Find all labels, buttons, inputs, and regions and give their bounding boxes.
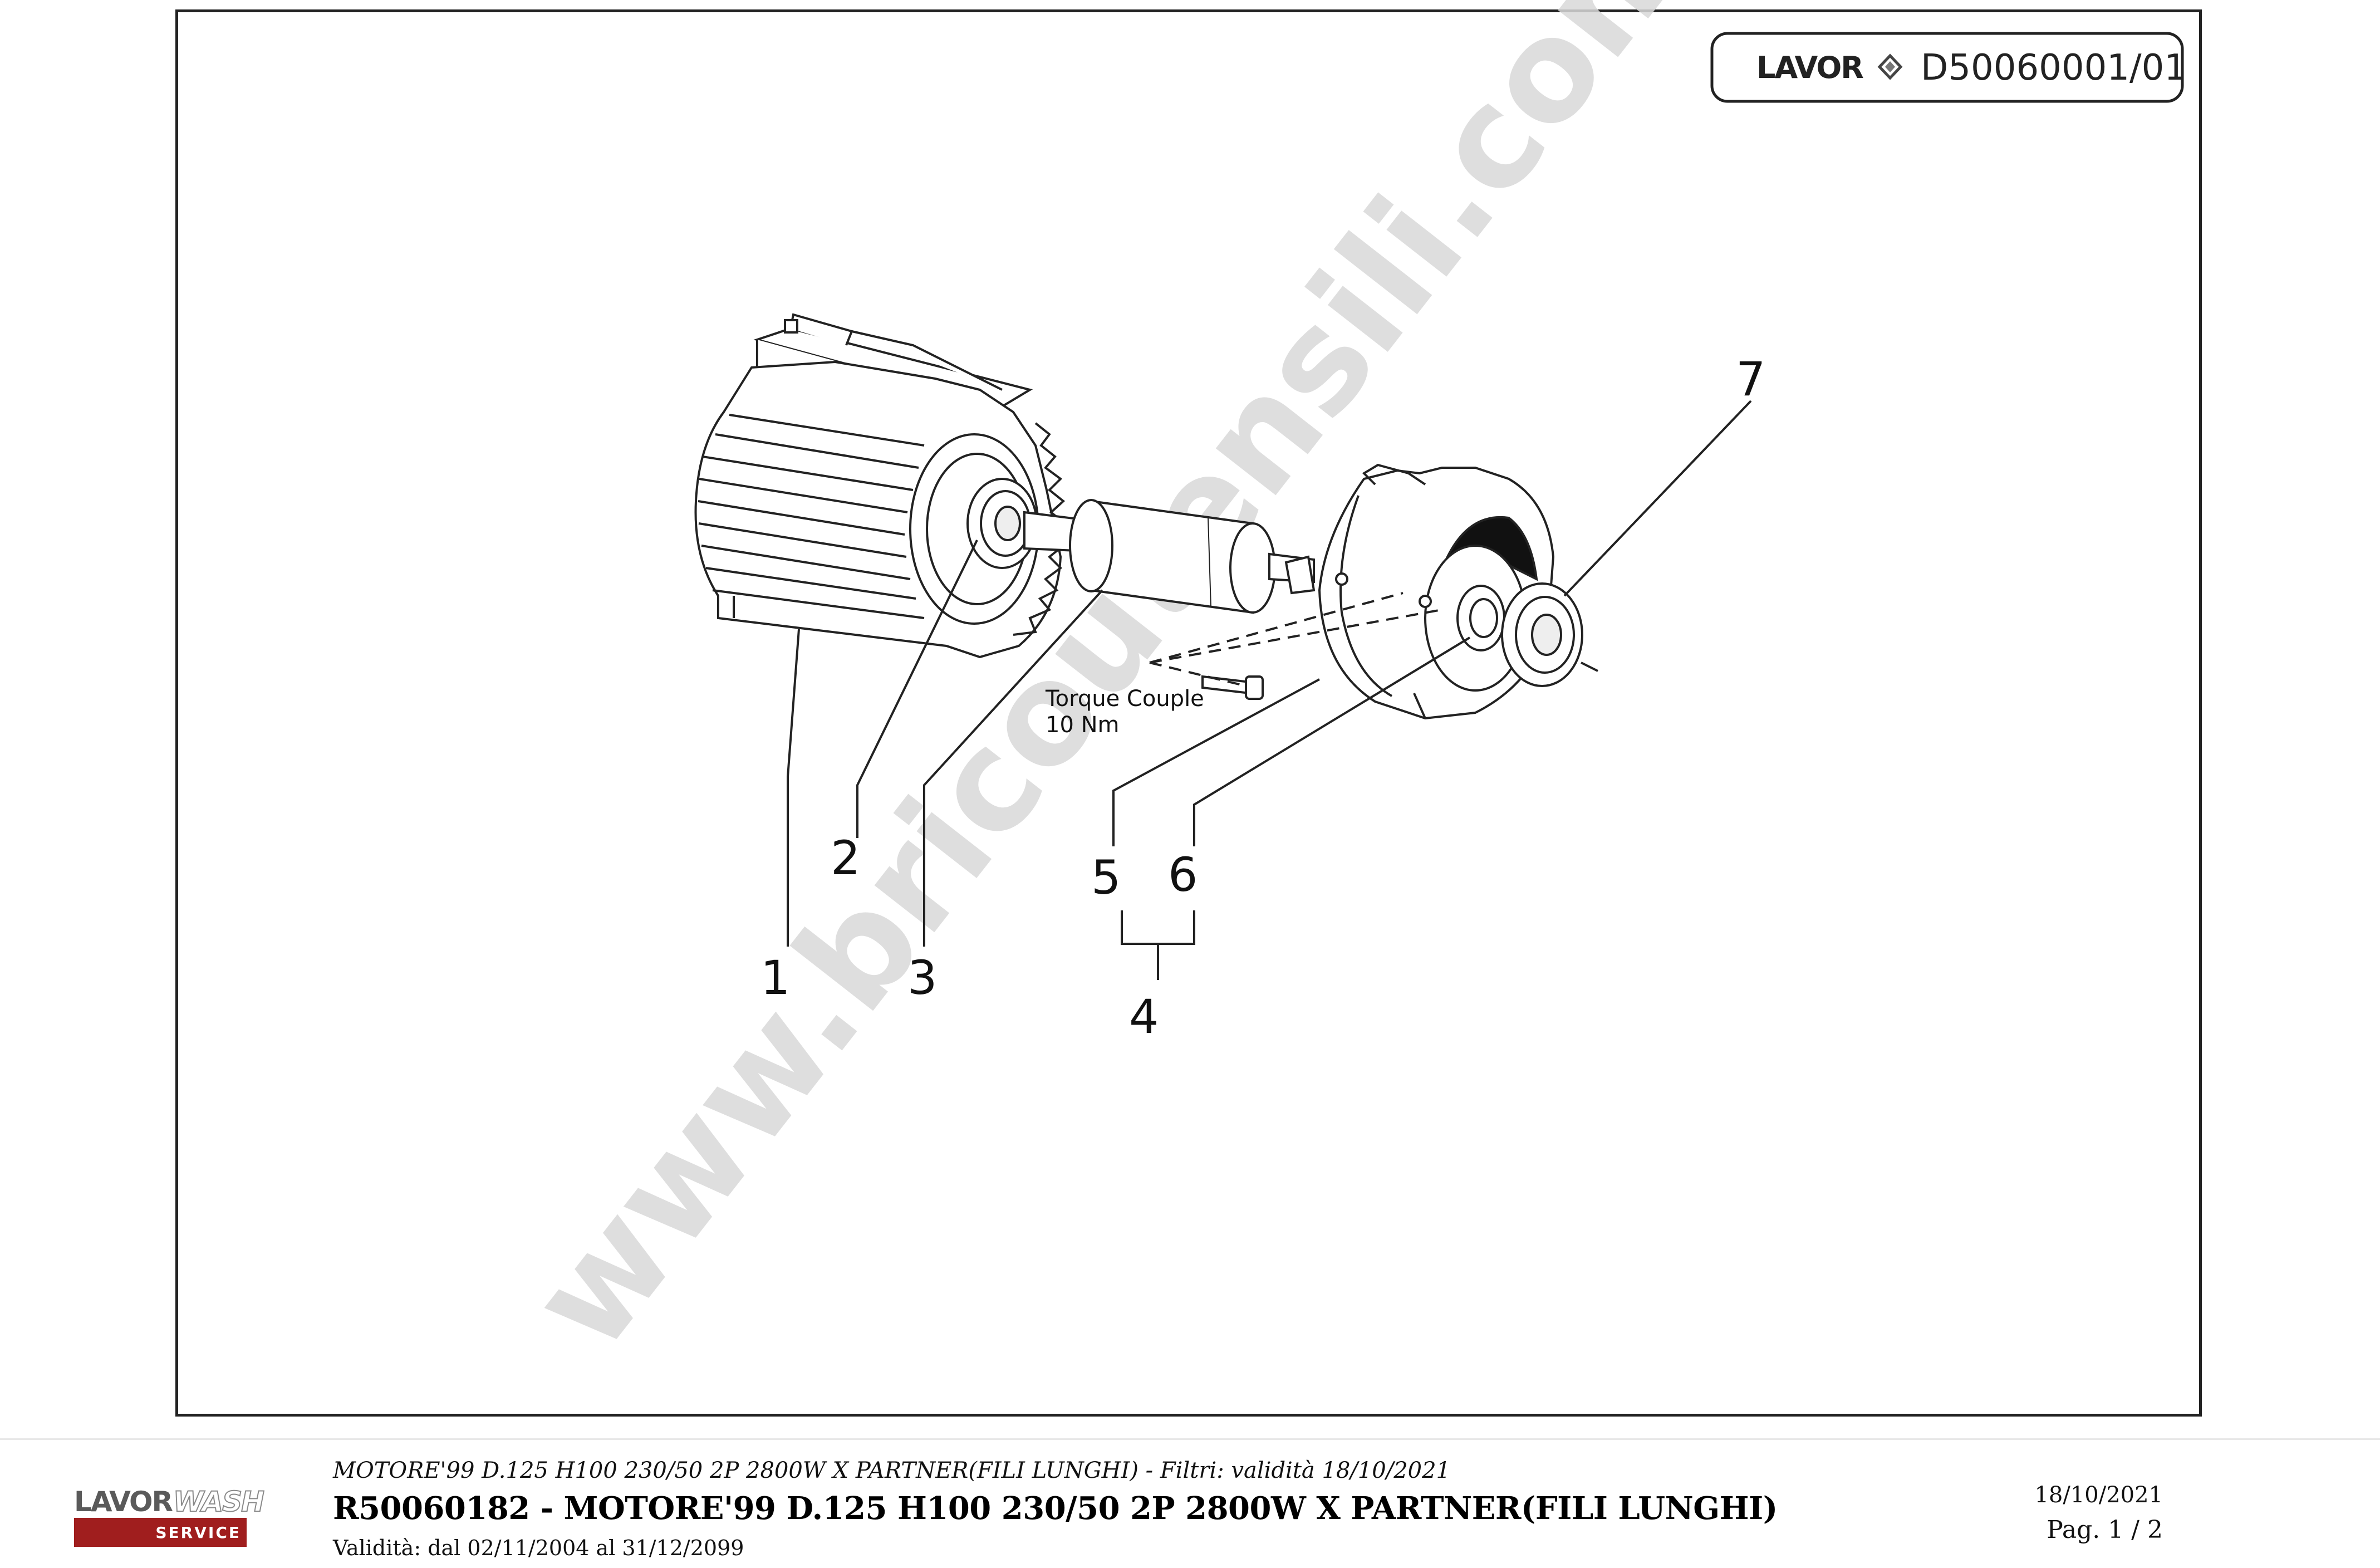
callout-4: 4 — [1129, 989, 1159, 1044]
logo-lavor-text: LAVOR — [74, 1486, 173, 1518]
header-box: LAVOR D50060001/01 — [1710, 32, 2187, 103]
callout-2: 2 — [831, 831, 860, 885]
screw-and-guide — [1149, 592, 1442, 700]
lavorwash-service-logo: LAVOR WASH SERVICE — [74, 1485, 265, 1550]
torque-label-line2: 10 Nm — [1046, 712, 1120, 738]
lavor-diamond-icon — [1877, 53, 1903, 80]
footer-date: 18/10/2021 — [2034, 1482, 2163, 1508]
callout-6: 6 — [1168, 847, 1198, 902]
footer-title: R50060182 - MOTORE'99 D.125 H100 230/50 … — [333, 1490, 1778, 1527]
footer-subtitle: MOTORE'99 D.125 H100 230/50 2P 2800W X P… — [333, 1458, 1451, 1483]
lavor-logo-text: LAVOR — [1756, 50, 1863, 85]
callout-5: 5 — [1091, 850, 1121, 905]
drawing-frame — [175, 9, 2202, 1417]
footer-page-number: Pag. 1 / 2 — [2047, 1516, 2163, 1544]
part-6-small-bearing — [1456, 585, 1505, 651]
part-7-bearing — [1501, 582, 1598, 687]
logo-service-bar: SERVICE — [74, 1518, 247, 1547]
logo-service-text: SERVICE — [155, 1523, 241, 1542]
callout-7: 7 — [1736, 352, 1765, 406]
part-2-bearing — [966, 478, 1038, 569]
torque-label-line1: Torque Couple — [1045, 686, 1204, 712]
logo-wash-text: WASH — [173, 1485, 265, 1518]
logo-wordmark: LAVOR WASH — [74, 1485, 265, 1518]
footer-validity: Validità: dal 02/11/2004 al 31/12/2099 — [333, 1536, 744, 1560]
part-5-flange — [1284, 463, 1555, 720]
callout-3: 3 — [907, 950, 937, 1005]
leader-lines — [787, 400, 1752, 980]
callout-1: 1 — [760, 950, 790, 1005]
document-code: D50060001/01 — [1921, 47, 2187, 89]
footer-divider — [0, 1438, 2380, 1440]
part-3-rotor — [1023, 499, 1315, 614]
